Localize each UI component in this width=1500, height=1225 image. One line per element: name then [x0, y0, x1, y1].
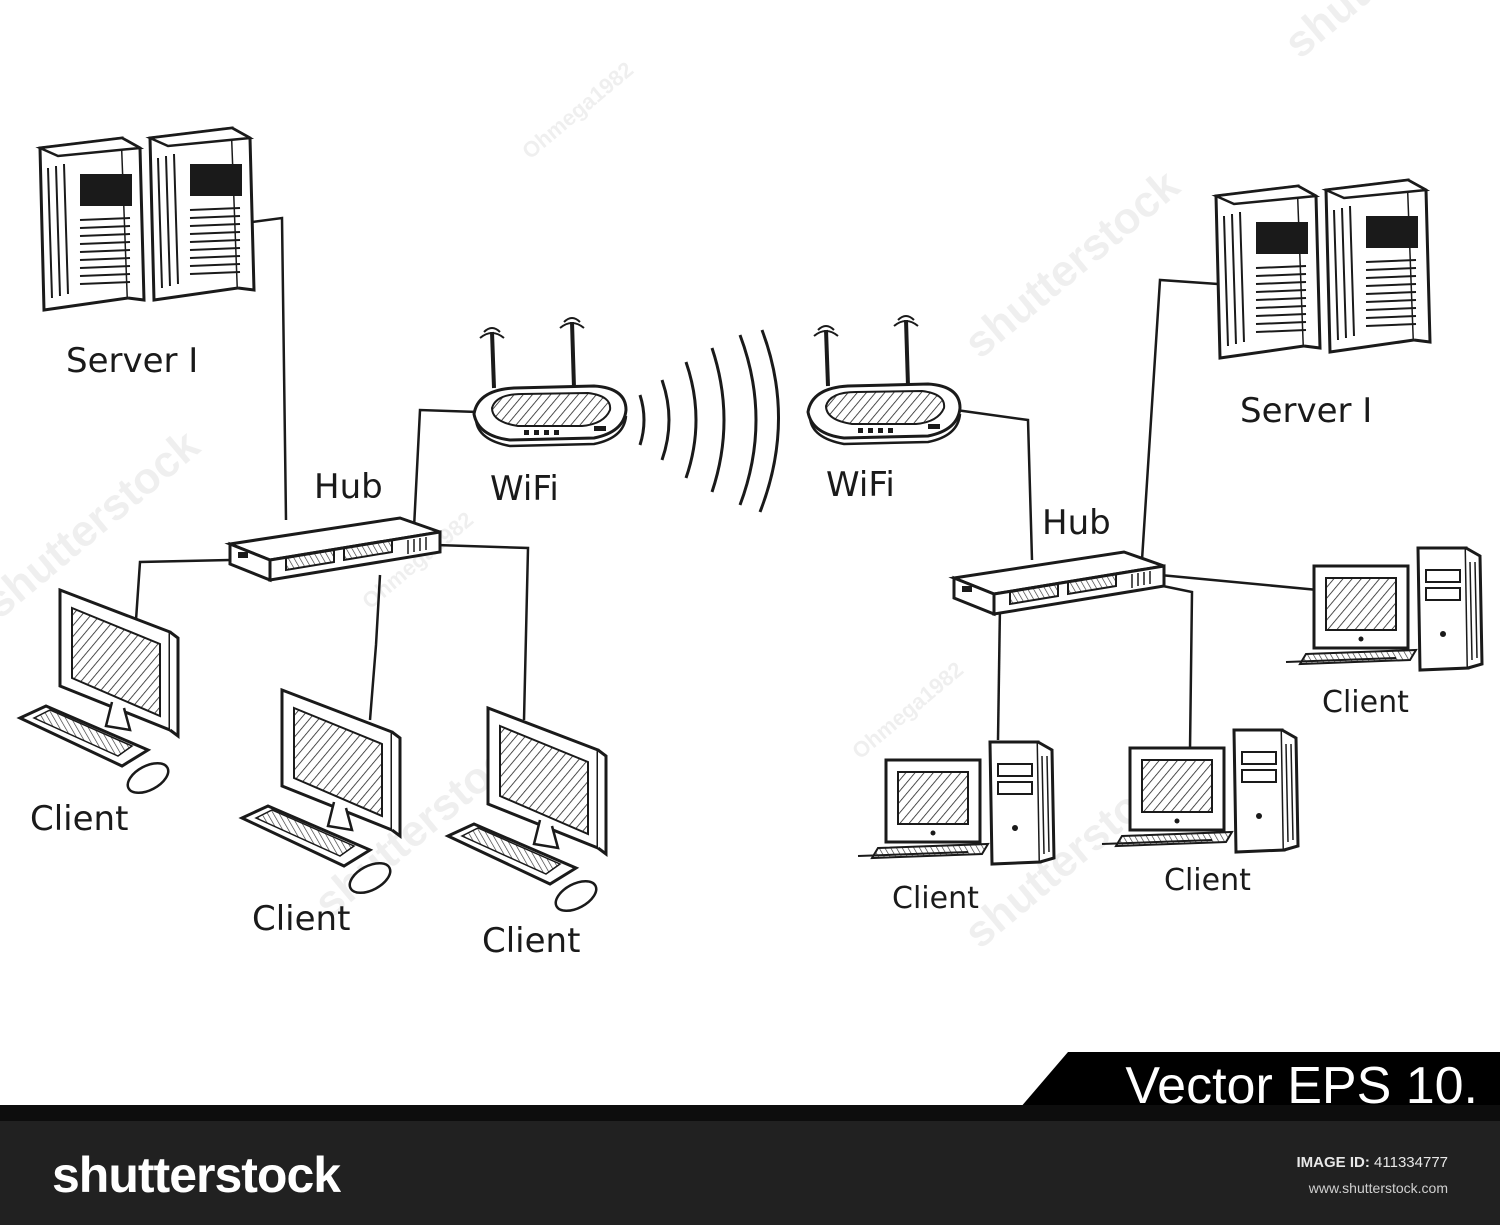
client-right-3-label: Client: [1322, 685, 1409, 720]
watermark-author-text: Ohmega1982: [517, 57, 638, 164]
client-right-1-label: Client: [892, 881, 979, 916]
client-left-2-label: Client: [252, 899, 350, 939]
image-id: IMAGE ID: 411334777: [1297, 1154, 1448, 1171]
server-right-label: Server I: [1240, 391, 1372, 431]
server-left-label: Server I: [66, 341, 198, 381]
watermark-site-text: shutterstock: [0, 420, 209, 628]
wifi-signal-waves: [638, 329, 780, 513]
client-left-1-label: Client: [30, 799, 128, 839]
watermark-site-text: shutterstock: [955, 160, 1189, 368]
hub-left-label: Hub: [314, 467, 383, 507]
client-left-2: [240, 688, 402, 901]
footer-divider: [0, 1105, 1500, 1121]
client-right-3: [1284, 546, 1484, 672]
vector-eps-banner: [1020, 1052, 1500, 1108]
client-right-2-label: Client: [1164, 863, 1251, 898]
footer-bar: [0, 1105, 1500, 1225]
brand-logo[interactable]: shutterstock: [52, 1147, 341, 1203]
wifi-left-label: WiFi: [490, 469, 559, 509]
hub-right-label: Hub: [1042, 503, 1111, 543]
wifi-router-left: [472, 316, 628, 448]
wifi-right-label: WiFi: [826, 465, 895, 505]
server-left: [38, 126, 256, 312]
client-left-1: [18, 588, 180, 801]
client-left-3-label: Client: [482, 921, 580, 961]
hub-right: [952, 550, 1166, 616]
watermark-author-text: Ohmega1982: [847, 657, 968, 764]
vector-eps-text: Vector EPS 10.: [1125, 1057, 1478, 1115]
site-url-link[interactable]: www.shutterstock.com: [1308, 1180, 1448, 1196]
network-diagram: shutterstock shutterstock shutterstock s…: [0, 0, 1500, 961]
image-id-value: 411334777: [1374, 1154, 1448, 1171]
wifi-router-right: [806, 314, 962, 446]
connection-lines: [134, 216, 1319, 751]
server-right: [1214, 178, 1432, 360]
client-right-1: [856, 740, 1056, 866]
watermark-site-text: shutterstock: [1275, 0, 1500, 68]
image-id-label: IMAGE ID:: [1296, 1154, 1370, 1171]
